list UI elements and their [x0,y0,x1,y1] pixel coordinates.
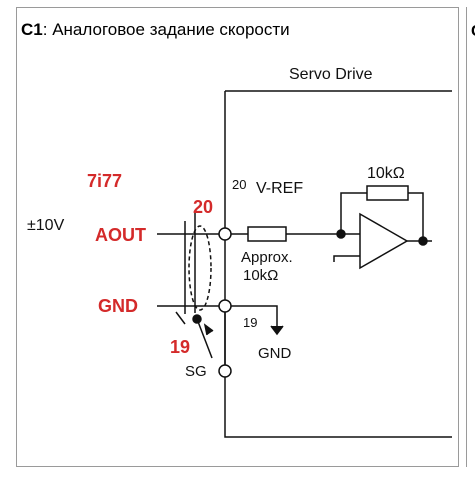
pin-20-label: 20 [232,177,246,192]
feedback-resistor-label: 10kΩ [367,165,405,182]
terminal-19 [218,299,232,313]
opamp-minus-input [333,255,360,262]
pin-19-red-label: 19 [170,337,190,357]
shield-end-left [175,311,186,325]
terminal-20 [218,227,232,241]
aout-label: AOUT [95,225,146,245]
section-separator: : [42,20,48,39]
pin-19-label: 19 [243,315,257,330]
ground-arrow [270,325,284,336]
shield-ellipse [188,225,212,311]
model-label: 7i77 [87,171,122,191]
terminal-sg [218,364,232,378]
section-code: C1 [21,20,43,39]
approx-resistor [247,226,287,242]
section-title-text: Аналоговое задание скорости [47,20,290,39]
feedback-wire [340,192,424,241]
feedback-resistor [366,185,409,201]
sg-label: SG [185,363,207,380]
op-amp [359,212,409,270]
shield-arrow [203,323,214,336]
section-title: C1: Аналоговое задание скорости [21,20,290,40]
ground-wire [231,305,278,332]
gnd-red-label: GND [98,296,138,316]
servo-drive-label: Servo Drive [289,66,373,83]
ground-label: GND [258,345,292,362]
vref-label: V-REF [256,180,303,197]
adjacent-panel-letter: C [471,23,475,41]
approx-value-label: 10kΩ [243,267,278,284]
shield-drain-wire [196,318,213,359]
voltage-label: ±10V [27,217,65,234]
pin-20-red-label: 20 [193,197,213,217]
servo-drive-box [224,90,452,438]
adjacent-panel: C [466,7,475,467]
approx-label: Approx. [241,249,293,266]
